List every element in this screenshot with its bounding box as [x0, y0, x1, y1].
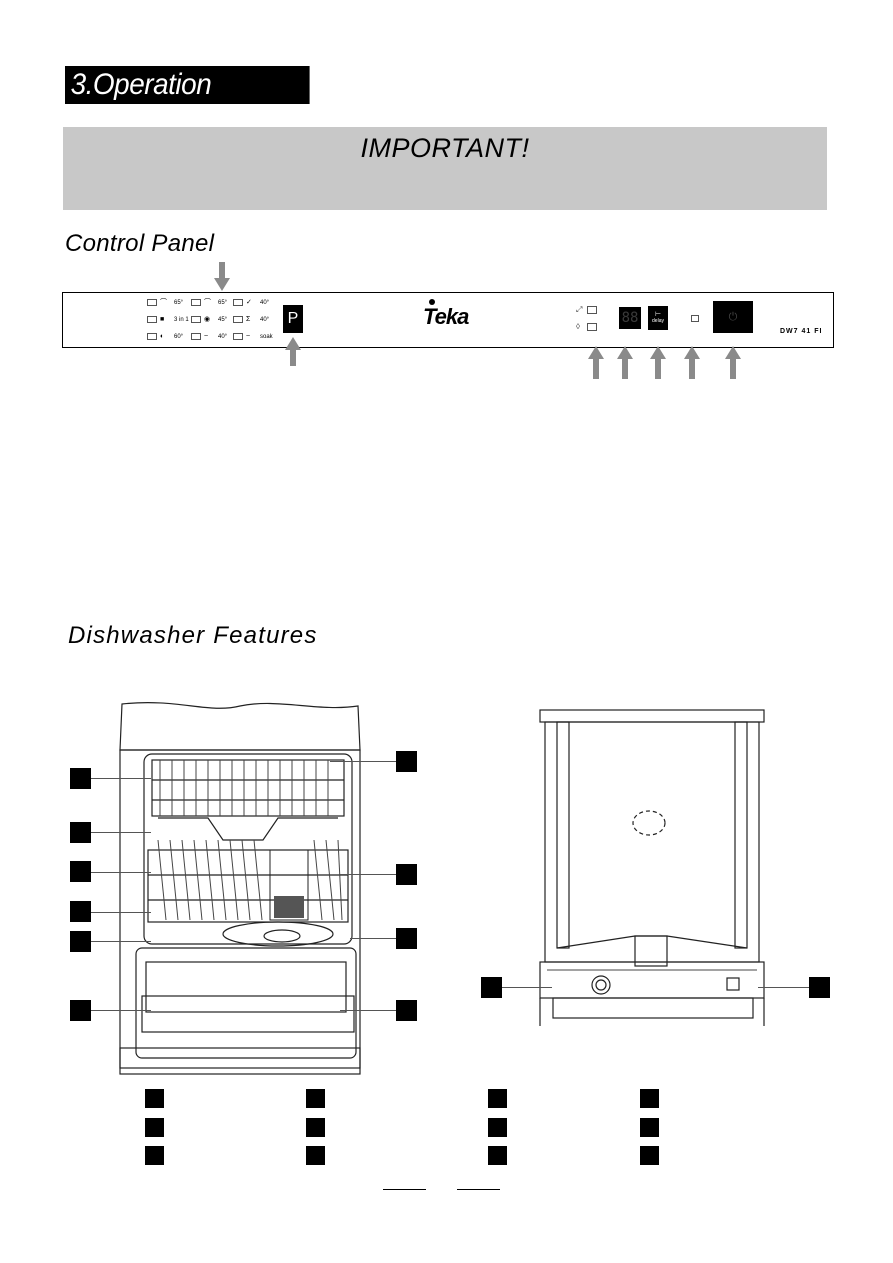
- dishwasher-front-diagram: [119, 702, 361, 1075]
- program-button[interactable]: P: [283, 305, 303, 333]
- callout-marker: [809, 977, 830, 998]
- program-8: ~40°: [191, 333, 227, 341]
- control-panel-heading: Control Panel: [65, 230, 215, 257]
- callout-marker: [70, 931, 91, 952]
- legend-marker: [145, 1089, 164, 1108]
- salt-indicator-icon: ◊: [576, 322, 580, 331]
- legend-marker: [640, 1089, 659, 1108]
- legend-marker: [488, 1146, 507, 1165]
- callout-marker: [396, 1000, 417, 1021]
- callout-marker: [70, 822, 91, 843]
- callout-marker: [70, 901, 91, 922]
- digital-display: 88: [619, 307, 641, 329]
- legend-marker: [640, 1118, 659, 1137]
- legend-marker: [145, 1118, 164, 1137]
- program-7: ◐60°: [147, 333, 183, 341]
- program-4: ■3 in 1: [147, 316, 189, 324]
- callout-marker: [396, 751, 417, 772]
- program-9: ~soak: [233, 333, 273, 341]
- arrow-up-icon: [650, 346, 666, 379]
- footer-rule: [383, 1189, 426, 1190]
- legend-marker: [488, 1089, 507, 1108]
- power-led: [691, 315, 699, 322]
- callout-marker: [70, 861, 91, 882]
- dishwasher-rear-diagram: [539, 709, 765, 1026]
- program-1: ⌒65°: [147, 299, 183, 307]
- important-box: IMPORTANT!: [63, 127, 827, 210]
- rinse-aid-led: [587, 306, 597, 314]
- program-5: ◉45°: [191, 316, 227, 324]
- model-number: DW7 41 FI: [780, 328, 823, 335]
- callout-marker: [396, 928, 417, 949]
- callout-marker: [396, 864, 417, 885]
- callout-marker: [481, 977, 502, 998]
- legend-marker: [145, 1146, 164, 1165]
- logo-dot: [429, 299, 435, 305]
- legend-marker: [306, 1089, 325, 1108]
- features-heading: Dishwasher Features: [68, 622, 318, 649]
- salt-led: [587, 323, 597, 331]
- section-title: 3.Operation Instruction: [65, 66, 310, 139]
- important-title: IMPORTANT!: [360, 133, 530, 163]
- legend-marker: [488, 1118, 507, 1137]
- callout-marker: [70, 768, 91, 789]
- power-button[interactable]: ⏻: [713, 301, 753, 333]
- arrow-up-icon: [684, 346, 700, 379]
- legend-marker: [306, 1146, 325, 1165]
- brand-logo: Teka: [423, 304, 469, 329]
- arrow-up-icon: [725, 346, 741, 379]
- program-2: ⌒65°: [191, 299, 227, 307]
- program-3: ✓40°: [233, 299, 269, 307]
- arrow-up-icon: [285, 337, 301, 366]
- rinse-aid-indicator-icon: ⤢: [576, 305, 583, 314]
- arrow-up-icon: [617, 346, 633, 379]
- callout-marker: [70, 1000, 91, 1021]
- legend-marker: [640, 1146, 659, 1165]
- legend-marker: [306, 1118, 325, 1137]
- arrow-up-icon: [588, 346, 604, 379]
- arrow-down-icon: [214, 262, 230, 291]
- footer-rule: [457, 1189, 500, 1190]
- delay-button[interactable]: ⊢ delay: [648, 306, 668, 330]
